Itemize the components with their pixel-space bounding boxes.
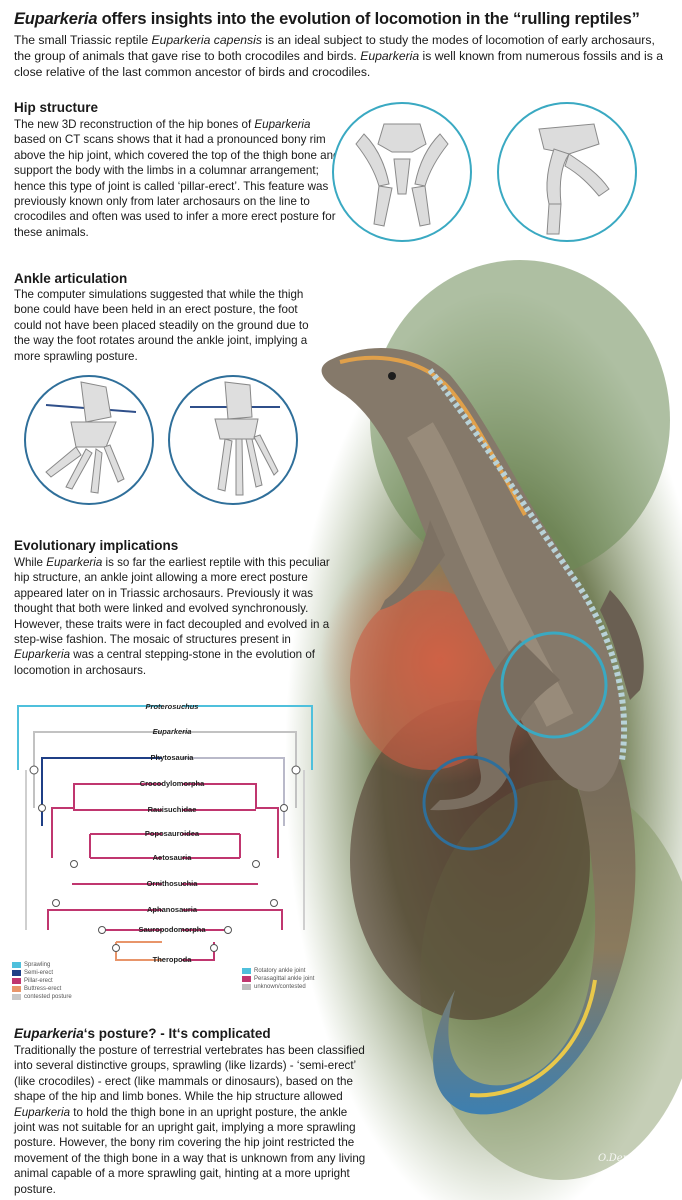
ankle-text: The computer simulations suggested that …: [14, 288, 309, 363]
swatch-icon: [12, 970, 21, 976]
hip-bones-front-icon: [355, 123, 449, 227]
intro-part: is well known from numerous fossils and …: [14, 49, 664, 79]
legend-contested: contested posture: [12, 994, 72, 1000]
legend-sprawling: Sprawling: [12, 962, 50, 968]
intro-species: Euparkeria capensis: [151, 33, 262, 47]
posture-heading: Euparkeria‘s posture? - It‘s complicated: [14, 1026, 271, 1041]
legend-label: Sprawling: [24, 962, 51, 968]
hip-species: Euparkeria: [254, 118, 311, 131]
intro-part: is an ideal subject to study the modes o…: [14, 33, 655, 63]
legend-parasagittal: Perasagittal ankle joint: [242, 976, 314, 982]
legend-pillar-erect: Pillar-erect: [12, 978, 53, 984]
intro-text: The small Triassic reptile Euparkeria ca…: [14, 32, 669, 80]
ankle-bones-icon: [190, 381, 280, 496]
swatch-icon: [12, 978, 21, 984]
legend-label: Semi-erect: [24, 970, 54, 976]
posture-part: to hold the thigh bone in an upright pos…: [14, 1105, 366, 1196]
hip-part: The new 3D reconstruction of the hip bon…: [14, 118, 255, 131]
legend-label: Pillar-erect: [24, 978, 53, 984]
posture-species: Euparkeria: [14, 1105, 71, 1119]
swatch-icon: [12, 986, 21, 992]
swatch-icon: [12, 994, 21, 1000]
intro-species: Euparkeria: [360, 49, 420, 63]
ankle-bones-icon: [45, 381, 137, 494]
legend-label: Perasagittal ankle joint: [254, 976, 315, 982]
posture-heading-species: Euparkeria: [14, 1026, 84, 1041]
swatch-icon: [242, 984, 251, 990]
ankle-sprawling-image: [24, 375, 154, 505]
legend-label: Rotatory ankle joint: [254, 968, 306, 974]
clade-label: Ornithosuchia: [146, 879, 198, 888]
clade-label: Rauisuchidae: [147, 805, 197, 814]
clade-label: Phytosauria: [150, 753, 194, 762]
clade-label: Crocodylomorpha: [139, 779, 205, 788]
clade-label: Proterosuchus: [145, 702, 199, 711]
evo-text: While Euparkeria is so far the earliest …: [14, 555, 339, 678]
swatch-icon: [12, 962, 21, 968]
legend-rotatory: Rotatory ankle joint: [242, 968, 305, 974]
intro-part: The small Triassic reptile: [14, 33, 152, 47]
hip-side-view-image: [497, 102, 637, 242]
legend-unknown: unknown/contested: [242, 984, 306, 990]
legend-label: contested posture: [24, 994, 72, 1000]
evo-heading: Evolutionary implications: [14, 538, 179, 553]
posture-heading-rest: ‘s posture? - It‘s complicated: [83, 1026, 271, 1041]
hip-text: The new 3D reconstruction of the hip bon…: [14, 117, 344, 240]
artist-signature: O.Demel: [598, 1153, 642, 1164]
phylogeny-diagram: [17, 705, 313, 961]
legend-semi-erect: Semi-erect: [12, 970, 53, 976]
evo-part: was a central stepping-stone in the evol…: [14, 648, 315, 677]
evo-part: While: [14, 556, 47, 569]
legend-buttress-erect: Buttress-erect: [12, 986, 61, 992]
hip-part: based on CT scans shows that it had a pr…: [14, 133, 340, 239]
swatch-icon: [242, 976, 251, 982]
posture-text: Traditionally the posture of terrestrial…: [14, 1043, 369, 1197]
page-title: Euparkeria offers insights into the evol…: [14, 10, 640, 29]
ankle-heading: Ankle articulation: [14, 271, 128, 286]
clade-label: Poposauroidea: [144, 829, 200, 838]
clade-label: Aetosauria: [152, 853, 192, 862]
legend-label: unknown/contested: [254, 984, 306, 990]
evo-part: is so far the earliest reptile with this…: [14, 556, 330, 647]
title-species: Euparkeria: [14, 10, 98, 28]
evo-species: Euparkeria: [46, 556, 103, 569]
title-rest: offers insights into the evolution of lo…: [97, 10, 640, 28]
hip-front-view-image: [332, 102, 472, 242]
clade-label: Euparkeria: [152, 727, 192, 736]
clade-label: Aphanosauria: [146, 905, 198, 914]
posture-part: Traditionally the posture of terrestrial…: [14, 1044, 365, 1104]
hip-heading: Hip structure: [14, 100, 99, 115]
legend-label: Buttress-erect: [24, 986, 62, 992]
hip-bones-side-icon: [538, 123, 610, 235]
swatch-icon: [242, 968, 251, 974]
clade-label: Sauropodomorpha: [138, 925, 206, 934]
ankle-erect-image: [168, 375, 298, 505]
clade-label: Theropoda: [152, 955, 192, 964]
evo-species: Euparkeria: [14, 648, 71, 662]
